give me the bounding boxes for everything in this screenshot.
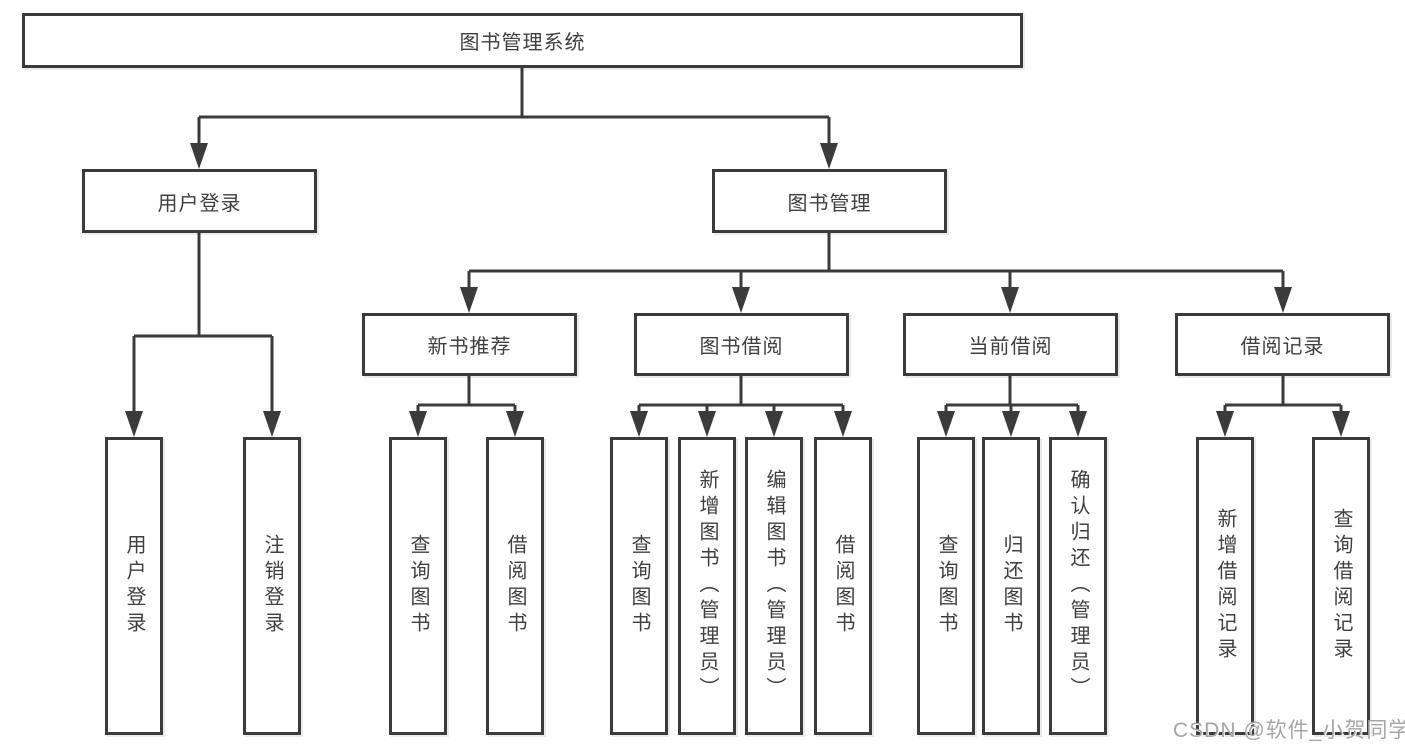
leaf-label: 查询图书 [628,534,650,638]
leaf-borrow-books-recommend: 借阅图书 [486,437,544,735]
node-borrow-records: 借阅记录 [1175,313,1390,376]
leaf-label: 查询借阅记录 [1330,508,1352,664]
node-label: 借阅记录 [1240,336,1325,358]
node-label: 当前借阅 [968,336,1053,358]
node-book-borrow: 图书借阅 [634,313,849,376]
leaf-add-books-admin: 新增图书（管理员） [678,437,736,735]
node-user-login: 用户登录 [82,169,317,233]
leaf-query-books-current: 查询图书 [917,437,975,735]
leaf-label: 查询图书 [407,534,429,638]
node-book-management: 图书管理 [712,169,947,233]
node-label: 新书推荐 [427,336,512,358]
node-label: 用户登录 [157,192,242,215]
leaf-label: 借阅图书 [504,534,526,638]
leaf-label: 用户登录 [123,534,145,638]
leaf-label: 归还图书 [1000,534,1022,638]
leaf-label: 查询图书 [935,534,957,638]
leaf-query-borrow-record: 查询借阅记录 [1312,437,1370,735]
leaf-label: 新增图书（管理员） [696,469,718,703]
node-label: 图书借阅 [699,336,784,358]
leaf-query-books-borrow: 查询图书 [610,437,668,735]
node-label: 图书管理系统 [459,32,586,54]
leaf-confirm-return-admin: 确认归还（管理员） [1049,437,1107,735]
leaf-label: 注销登录 [261,534,283,638]
node-new-book-recommend: 新书推荐 [362,313,577,376]
node-current-borrow: 当前借阅 [903,313,1118,376]
leaf-label: 确认归还（管理员） [1067,469,1089,703]
leaf-add-borrow-record: 新增借阅记录 [1196,437,1254,735]
node-label: 图书管理 [787,192,872,215]
leaf-edit-books-admin: 编辑图书（管理员） [745,437,803,735]
leaf-label: 借阅图书 [832,534,854,638]
leaf-user-login: 用户登录 [105,437,163,735]
csdn-watermark: CSDN @软件_小贺同学 [1173,719,1405,742]
leaf-label: 新增借阅记录 [1214,508,1236,664]
leaf-borrow-books: 借阅图书 [814,437,872,735]
leaf-label: 编辑图书（管理员） [763,469,785,703]
node-library-system: 图书管理系统 [22,13,1023,68]
leaf-return-books: 归还图书 [982,437,1040,735]
leaf-logout: 注销登录 [243,437,301,735]
leaf-query-books-recommend: 查询图书 [389,437,447,735]
